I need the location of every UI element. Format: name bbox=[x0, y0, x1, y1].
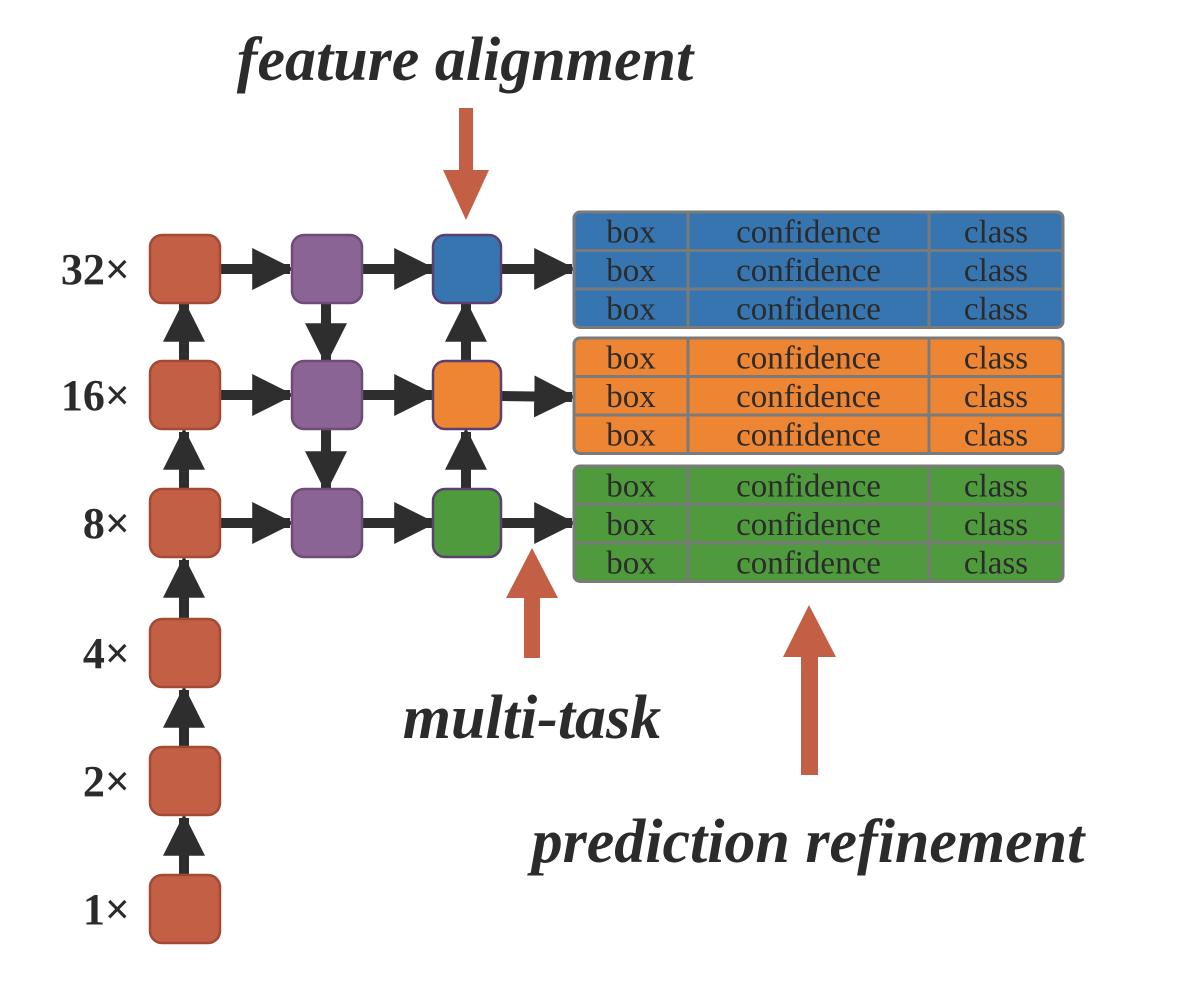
output-group-frame bbox=[572, 336, 1065, 455]
output-cell-class: class bbox=[964, 340, 1028, 376]
output-cell-confidence: confidence bbox=[736, 545, 881, 581]
backbone-node-16x bbox=[148, 359, 222, 431]
output-cell-class: class bbox=[964, 214, 1028, 250]
output-cell-box: box bbox=[606, 507, 656, 543]
scale-label-2x: 2× bbox=[83, 757, 130, 806]
scale-label-8x: 8× bbox=[83, 499, 130, 548]
backbone-nodes bbox=[148, 233, 222, 945]
scale-label-32x: 32× bbox=[61, 245, 130, 294]
output-cell-box: box bbox=[606, 468, 656, 504]
output-row: box confidence class bbox=[574, 503, 1063, 543]
backbone-node-4x bbox=[148, 617, 222, 689]
output-cell-class: class bbox=[964, 379, 1028, 415]
backbone-node-2x bbox=[148, 745, 222, 817]
output-cell-box: box bbox=[606, 340, 656, 376]
feature-alignment-arrow bbox=[443, 108, 489, 220]
output-group-32x: box confidence class box confidence class box c… bbox=[572, 210, 1065, 329]
output-cell-class: class bbox=[964, 545, 1028, 581]
output-group-frame bbox=[572, 464, 1065, 583]
multi-task-arrow bbox=[506, 548, 558, 658]
feature-alignment-label: feature alignment bbox=[237, 26, 695, 94]
output-row: box confidence class bbox=[606, 466, 1028, 505]
output-row: box confidence class bbox=[574, 375, 1063, 415]
output-cell-confidence: confidence bbox=[736, 253, 881, 289]
head-node-16x bbox=[431, 359, 503, 431]
output-group-8x: box confidence class box confidence class box c… bbox=[572, 464, 1065, 583]
output-cell-class: class bbox=[964, 468, 1028, 504]
output-row: box confidence class bbox=[574, 287, 1063, 328]
scale-label-4x: 4× bbox=[83, 629, 130, 678]
output-row: box confidence class bbox=[606, 338, 1028, 377]
output-group-frame bbox=[572, 210, 1065, 329]
backbone-node-32x bbox=[148, 233, 222, 305]
output-cell-class: class bbox=[964, 417, 1028, 453]
neck-node-8x bbox=[290, 487, 364, 559]
output-cell-class: class bbox=[964, 291, 1028, 327]
output-cell-confidence: confidence bbox=[736, 379, 881, 415]
output-row: box confidence class bbox=[574, 249, 1063, 289]
output-row: box confidence class bbox=[574, 413, 1063, 454]
output-cell-confidence: confidence bbox=[736, 340, 881, 376]
arrow-hd16-out bbox=[501, 375, 577, 418]
scale-label-16x: 16× bbox=[61, 371, 130, 420]
prediction-refinement-label: prediction refinement bbox=[527, 808, 1087, 876]
output-cell-class: class bbox=[964, 253, 1028, 289]
output-cell-box: box bbox=[606, 214, 656, 250]
head-nodes bbox=[431, 233, 503, 559]
backbone-node-8x bbox=[148, 487, 222, 559]
output-row: box confidence class bbox=[574, 541, 1063, 582]
scale-label-1x: 1× bbox=[83, 885, 130, 934]
output-cell-confidence: confidence bbox=[736, 417, 881, 453]
head-node-32x bbox=[431, 233, 503, 305]
neck-node-16x bbox=[290, 359, 364, 431]
output-cell-confidence: confidence bbox=[736, 468, 881, 504]
output-cell-box: box bbox=[606, 545, 656, 581]
output-cell-box: box bbox=[606, 417, 656, 453]
output-groups: box confidence class box confidence class box c… bbox=[572, 210, 1065, 583]
output-row: box confidence class bbox=[606, 212, 1028, 251]
neck-node-32x bbox=[290, 233, 364, 305]
prediction-refinement-arrow bbox=[783, 605, 836, 775]
output-cell-class: class bbox=[964, 507, 1028, 543]
output-cell-box: box bbox=[606, 379, 656, 415]
neck-nodes bbox=[290, 233, 364, 559]
output-cell-confidence: confidence bbox=[736, 291, 881, 327]
output-cell-confidence: confidence bbox=[736, 214, 881, 250]
head-node-8x bbox=[431, 487, 503, 559]
multi-task-label: multi-task bbox=[403, 684, 661, 752]
output-cell-confidence: confidence bbox=[736, 507, 881, 543]
output-cell-box: box bbox=[606, 253, 656, 289]
output-group-16x: box confidence class box confidence class box c… bbox=[572, 336, 1065, 455]
output-cell-box: box bbox=[606, 291, 656, 327]
backbone-node-1x bbox=[148, 873, 222, 945]
connector-arrows bbox=[163, 248, 577, 875]
